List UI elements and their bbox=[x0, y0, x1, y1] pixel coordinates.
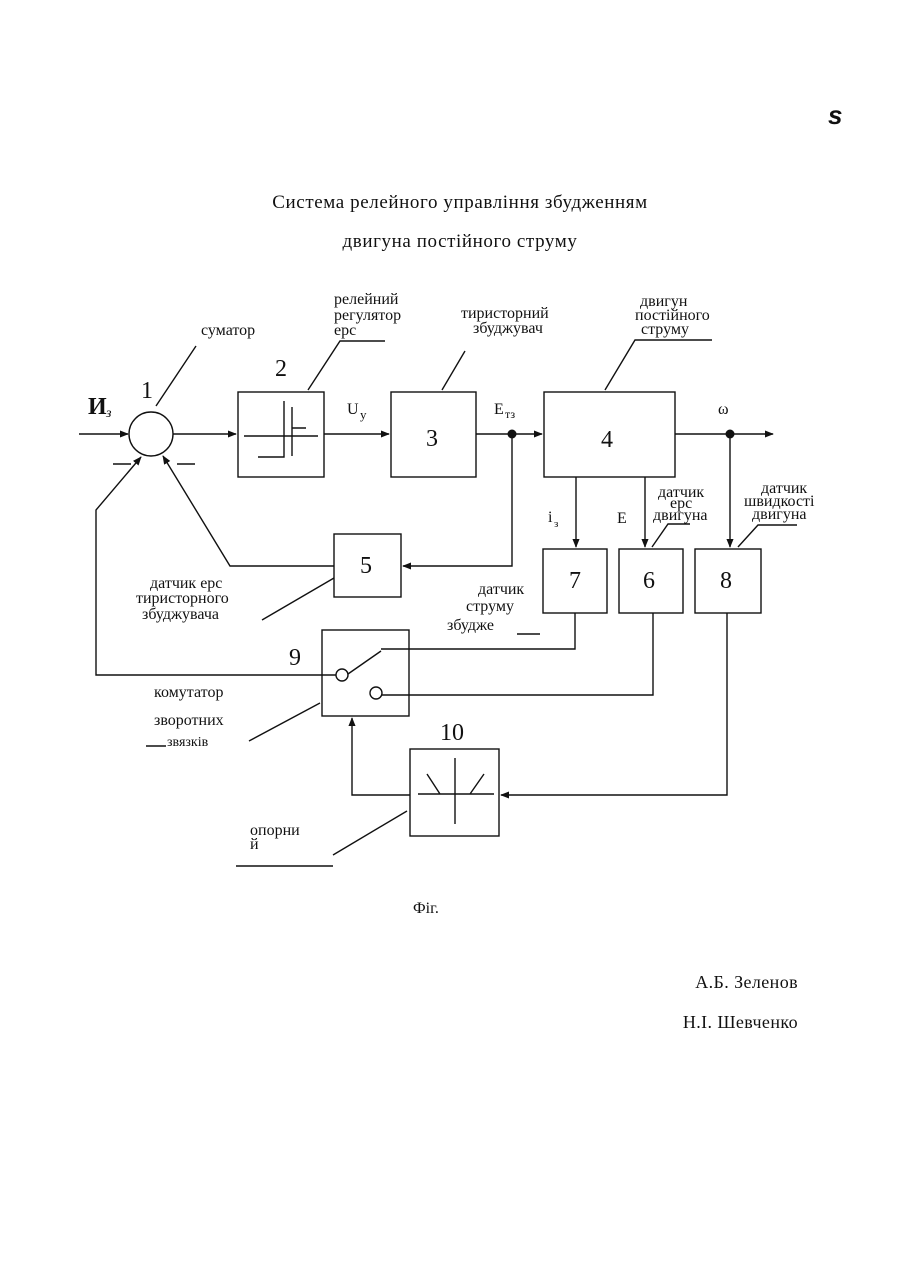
switch-label-line-1: комутатор bbox=[154, 684, 223, 701]
block-number-1: 1 bbox=[141, 378, 153, 404]
switch-blade bbox=[348, 651, 381, 674]
line-ets-to-5 bbox=[403, 434, 512, 566]
junction-omega bbox=[726, 430, 735, 439]
uy-label-subscript: у bbox=[360, 407, 367, 422]
junction-ets bbox=[508, 430, 517, 439]
switch-contact-2 bbox=[370, 687, 382, 699]
switch-label-line-2: зворотних bbox=[154, 712, 224, 729]
current-sensor-label-line-3: збудже bbox=[447, 617, 494, 634]
block-number-8: 8 bbox=[720, 568, 732, 594]
ets-label-subscript: тз bbox=[505, 407, 515, 421]
author-1: А.Б. Зеленов bbox=[695, 972, 798, 993]
block-number-4: 4 bbox=[601, 427, 613, 453]
exciter-label-line-2: збуджувач bbox=[473, 320, 543, 337]
block-number-2: 2 bbox=[275, 356, 287, 382]
input-label-subscript: з bbox=[105, 406, 112, 421]
omega-label: ω bbox=[718, 401, 729, 418]
iz-label-subscript: з bbox=[554, 518, 558, 530]
figure-caption: Фіг. bbox=[413, 900, 439, 917]
leader-summator bbox=[156, 346, 196, 406]
relay-characteristic bbox=[244, 401, 318, 457]
block-9-switch bbox=[322, 630, 409, 716]
leader-reference bbox=[333, 811, 407, 855]
line-6-to-switch bbox=[382, 613, 653, 695]
leader-exciter bbox=[442, 351, 465, 390]
block-number-9: 9 bbox=[289, 645, 301, 671]
leader-relay bbox=[308, 341, 385, 390]
relay-label-line-3: ерс bbox=[334, 322, 356, 339]
input-label: И bbox=[88, 394, 107, 420]
summator-label: суматор bbox=[201, 322, 255, 339]
reference-label-line-2: й bbox=[250, 836, 259, 853]
speed-sensor-label-line-3: двигуна bbox=[752, 506, 806, 523]
reference-characteristic bbox=[418, 758, 494, 824]
line-8-to-10 bbox=[501, 613, 727, 795]
leader-motor bbox=[605, 340, 712, 390]
ets-label: E bbox=[494, 401, 504, 418]
switch-label-line-3: звязків bbox=[167, 735, 209, 750]
uy-label: U bbox=[347, 401, 359, 418]
exciter-sensor-label-line-2: тиристорного bbox=[136, 590, 229, 607]
block-number-10: 10 bbox=[440, 720, 464, 746]
leader-exciter-sensor bbox=[262, 578, 334, 620]
leader-switch bbox=[249, 703, 320, 741]
author-2: Н.І. Шевченко bbox=[683, 1012, 798, 1033]
iz-label: i bbox=[548, 509, 553, 526]
motor-label-line-3: струму bbox=[641, 321, 689, 338]
exciter-sensor-label-line-3: збуджувача bbox=[142, 606, 219, 623]
block-2-relay bbox=[238, 392, 324, 477]
emf-sensor-label-line-3: двигуна bbox=[653, 507, 707, 524]
line-5-to-summator bbox=[163, 456, 334, 566]
block-number-3: 3 bbox=[426, 426, 438, 452]
current-sensor-label-line-1: датчик bbox=[478, 581, 524, 598]
line-10-to-switch bbox=[352, 718, 410, 795]
current-sensor-label-line-2: струму bbox=[466, 598, 514, 615]
block-number-7: 7 bbox=[569, 568, 581, 594]
block-number-5: 5 bbox=[360, 553, 372, 579]
relay-label-line-1: релейний bbox=[334, 291, 399, 308]
e-label: E bbox=[617, 510, 627, 527]
block-number-6: 6 bbox=[643, 568, 655, 594]
leader-speed-sensor bbox=[738, 525, 797, 547]
summator-circle bbox=[129, 412, 173, 456]
switch-contact-1 bbox=[336, 669, 348, 681]
leader-emf-sensor bbox=[652, 524, 690, 547]
